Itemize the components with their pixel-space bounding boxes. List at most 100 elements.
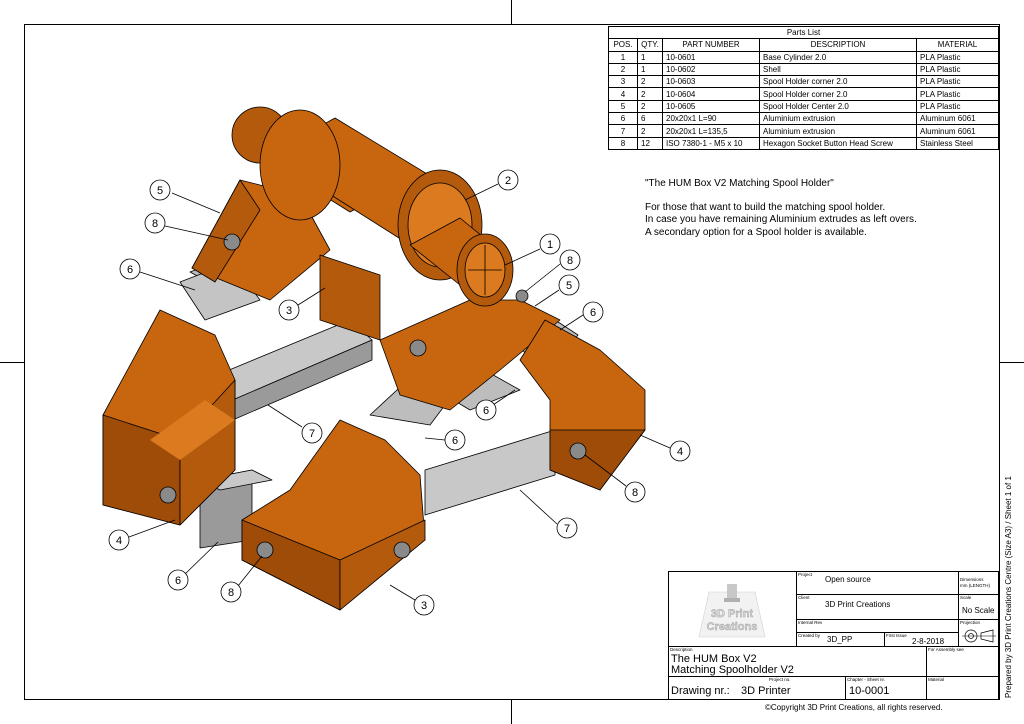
cell-material: PLA Plastic — [916, 75, 999, 89]
balloon: 7 — [519, 489, 578, 539]
header-description: DESCRIPTION — [759, 38, 917, 52]
base-cylinder — [409, 217, 514, 307]
balloon: 5 — [149, 179, 221, 214]
balloon: 8 — [220, 555, 263, 603]
first-issue-value: 2-8-2018 — [912, 637, 945, 646]
drawing-nr-label: Drawing nr.: — [671, 685, 730, 697]
parts-list-title: Parts List — [608, 25, 999, 40]
balloon-label: 6 — [590, 307, 596, 319]
material-cell: Material — [927, 677, 999, 699]
project-cell: Project Open source — [797, 572, 959, 595]
balloon: 3 — [389, 584, 435, 616]
cell-material: Stainless Steel — [916, 136, 999, 150]
cell-material: PLA Plastic — [916, 62, 999, 77]
cell-pos: 1 — [608, 50, 638, 64]
logo-text-line2: Creations — [707, 621, 758, 633]
cell-qty: 1 — [637, 62, 663, 77]
created-by-cell: Created by 3D_PP — [797, 633, 885, 647]
aluminium-extrusion-right-long — [424, 429, 556, 516]
balloon-label: 5 — [157, 185, 163, 197]
scale-value: No Scale — [962, 606, 995, 615]
cell-material: Aluminum 6061 — [916, 124, 999, 138]
cell-description: Base Cylinder 2.0 — [759, 50, 917, 64]
balloon-label: 3 — [286, 305, 292, 317]
balloon-label: 6 — [127, 264, 133, 276]
screw-head — [256, 541, 274, 559]
logo-text-line1: 3D Print — [711, 608, 754, 620]
balloon: 6 — [167, 541, 219, 591]
project-label: Project — [798, 572, 813, 577]
material-label: Material — [928, 677, 945, 682]
cell-part-number: 10-0603 — [662, 75, 760, 89]
note-heading: "The HUM Box V2 Matching Spool Holder" — [645, 178, 834, 189]
header-part-number: PART NUMBER — [662, 38, 760, 52]
projection-cell: Projection — [959, 620, 999, 647]
screw-head — [569, 442, 587, 460]
cell-material: PLA Plastic — [916, 99, 999, 114]
header-qty: QTY. — [637, 38, 663, 52]
left-center-tick — [0, 362, 24, 363]
screw-head — [393, 541, 411, 559]
balloon: 1 — [504, 233, 561, 266]
chapter-label: Chapter - Sheet nr. — [847, 677, 886, 682]
balloon-label: 8 — [632, 487, 638, 499]
parts-list-header-row: POS. QTY. PART NUMBER DESCRIPTION MATERI… — [608, 38, 999, 52]
dimensions-cell: Dimensions mm (LENGTH) — [959, 572, 999, 595]
balloon: 8 — [524, 249, 581, 293]
copyright-notice: ©Copyright 3D Print Creations, all right… — [765, 703, 943, 712]
description-label: Description — [670, 647, 693, 652]
first-issue-cell: First Issue 2-8-2018 — [885, 633, 959, 647]
balloon-label: 8 — [567, 255, 573, 267]
scale-cell: Scale No Scale — [959, 595, 999, 620]
balloon-label: 1 — [547, 239, 553, 251]
balloon: 3 — [278, 287, 326, 321]
right-center-tick — [1000, 362, 1024, 363]
description-cell: Description The HUM Box V2 Matching Spoo… — [669, 647, 927, 677]
cell-description: Hexagon Socket Button Head Screw — [759, 136, 917, 150]
balloon: 5 — [534, 274, 580, 307]
balloon-label: 2 — [505, 175, 511, 187]
chapter-value: 10-0001 — [849, 685, 890, 697]
created-by-label: Created by — [798, 633, 821, 638]
chapter-cell: Chapter - Sheet nr. 10-0001 — [846, 677, 927, 699]
balloon: 6 — [559, 301, 604, 331]
balloon: 6 — [424, 429, 466, 451]
created-by-value: 3D_PP — [827, 635, 853, 644]
cell-qty: 1 — [637, 50, 663, 64]
cell-part-number: 10-0602 — [662, 62, 760, 77]
balloon-label: 6 — [483, 405, 489, 417]
first-issue-label: First Issue — [886, 633, 907, 638]
projection-symbol-icon — [962, 629, 996, 643]
note-line: In case you have remaining Aluminium ext… — [645, 214, 917, 225]
cell-material: Aluminum 6061 — [916, 112, 999, 126]
screw-head — [159, 486, 177, 504]
cell-part-number: 10-0601 — [662, 50, 760, 64]
description-line1: The HUM Box V2 — [671, 653, 757, 665]
top-center-tick — [511, 0, 512, 24]
balloon-label: 4 — [116, 535, 122, 547]
description-line2: Matching Spoolholder V2 — [671, 664, 794, 676]
project-no-value: 3D Printer — [741, 685, 791, 697]
balloon-label: 7 — [309, 428, 315, 440]
cell-description: Spool Holder Center 2.0 — [759, 99, 917, 114]
cell-part-number: 20x20x1 L=135,5 — [662, 124, 760, 138]
cell-description: Shell — [759, 62, 917, 77]
note-line: For those that want to build the matchin… — [645, 201, 886, 213]
balloon-label: 7 — [564, 523, 570, 535]
cell-description: Aluminium extrusion — [759, 124, 917, 138]
note-line: A secondary option for a Spool holder is… — [645, 226, 867, 238]
cell-pos: 3 — [608, 75, 638, 89]
header-pos: POS. — [608, 38, 638, 52]
balloon-label: 4 — [677, 446, 683, 458]
dimensions-value: mm (LENGTH) — [960, 583, 990, 588]
balloon-label: 6 — [175, 575, 181, 587]
balloon: 6 — [475, 389, 516, 421]
screw-head — [409, 339, 427, 357]
sheet-border — [24, 24, 1000, 700]
cell-pos: 7 — [608, 124, 638, 138]
internal-rev-label: Internal Rev — [798, 620, 823, 625]
